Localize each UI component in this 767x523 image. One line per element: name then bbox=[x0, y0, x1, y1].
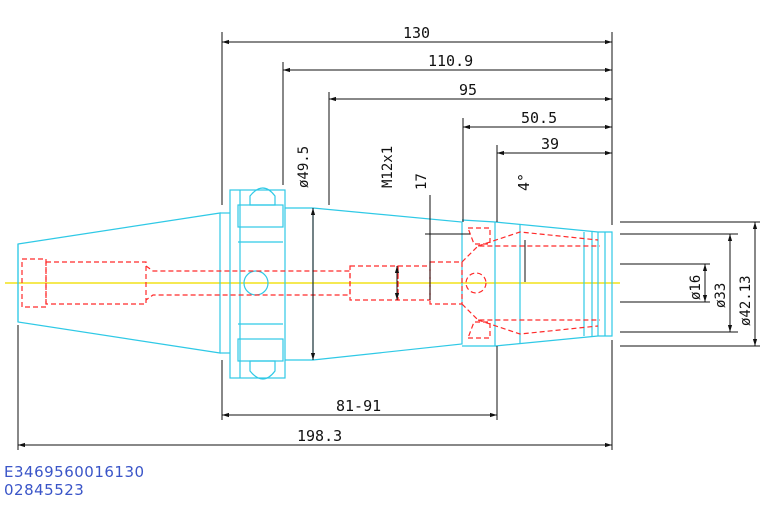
dim-198-3: 198.3 bbox=[297, 427, 342, 445]
caption-line-1: E3469560016130 bbox=[4, 463, 145, 481]
caption-line-2: 02845523 bbox=[4, 481, 85, 499]
dim-bore-16: ø16 bbox=[688, 275, 704, 300]
dim-thread: M12x1 bbox=[380, 146, 396, 188]
dim-110-9: 110.9 bbox=[428, 52, 473, 70]
dim-95: 95 bbox=[459, 81, 477, 99]
dim-81-91: 81-91 bbox=[336, 397, 381, 415]
dim-dia-42-13: ø42.13 bbox=[738, 275, 754, 326]
dim-angle: 4° bbox=[515, 173, 533, 191]
dim-dia-33: ø33 bbox=[713, 283, 729, 308]
dimension-lines bbox=[17, 32, 760, 450]
dim-130: 130 bbox=[403, 24, 430, 42]
dim-17: 17 bbox=[414, 173, 430, 190]
dim-flange-diameter: ø49.5 bbox=[296, 146, 312, 188]
dim-39: 39 bbox=[541, 135, 559, 153]
dim-50-5: 50.5 bbox=[521, 109, 557, 127]
